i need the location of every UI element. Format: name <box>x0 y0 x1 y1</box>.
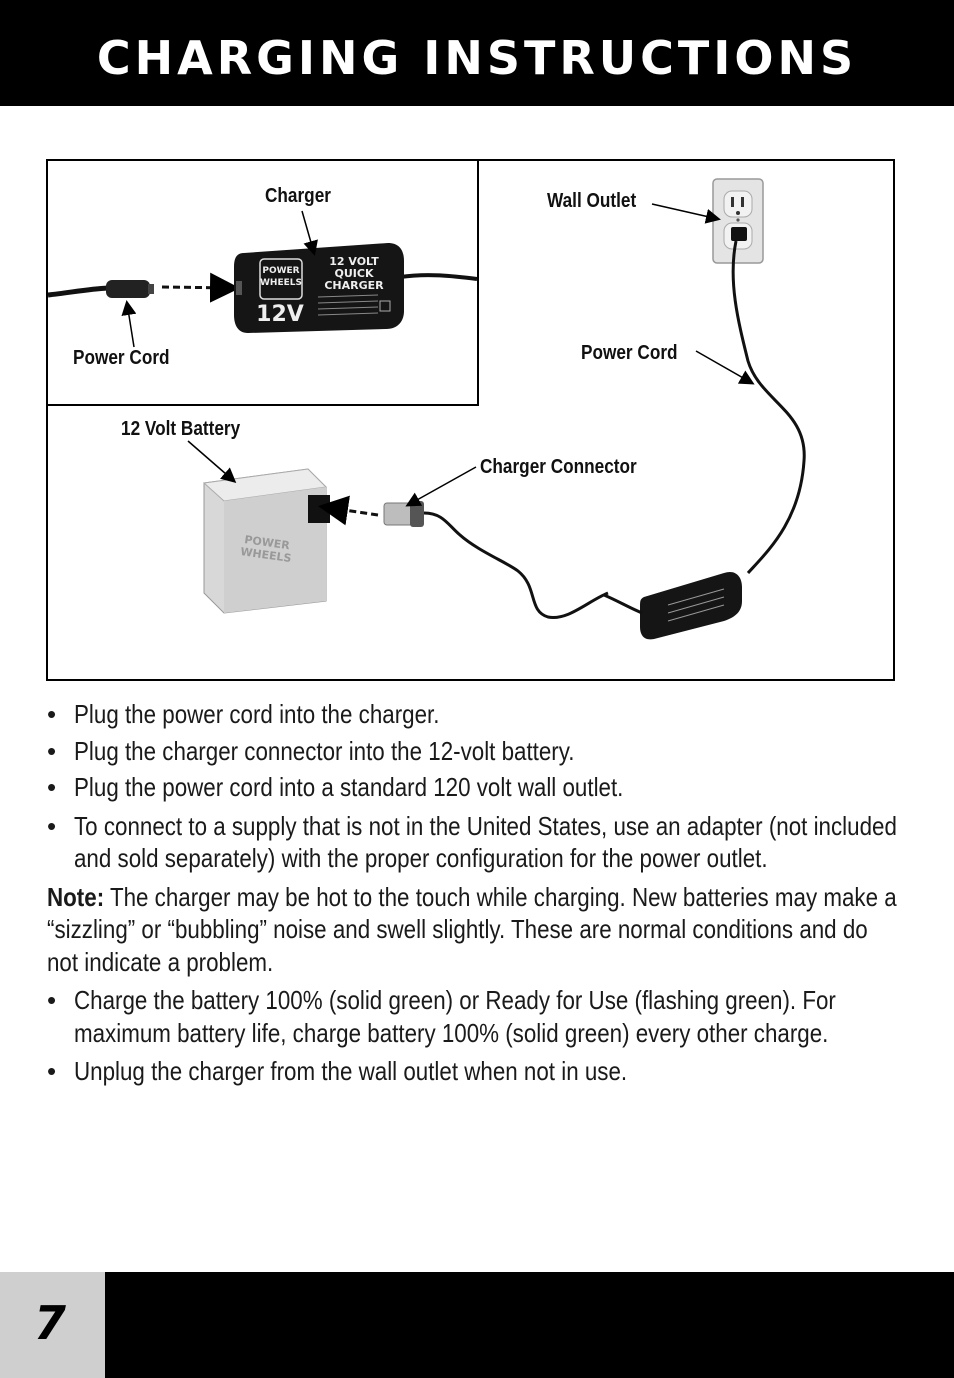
inset-charger: POWER WHEELS 12 VOLT QUICK CHARGER 12V <box>234 243 478 333</box>
label-wall-outlet: Wall Outlet <box>547 190 637 212</box>
page-number: 7 <box>34 1296 67 1350</box>
list-item: •Plug the power cord into a standard 120… <box>47 772 624 802</box>
inset-power-cord <box>48 280 154 298</box>
battery: POWER WHEELS <box>202 468 330 614</box>
list-item: •Plug the power cord into the charger. <box>47 699 440 729</box>
wall-outlet-leader <box>651 203 721 224</box>
inset-cord-leader <box>121 300 137 348</box>
footer-page-tab <box>0 1272 105 1378</box>
bullet-icon: • <box>47 810 57 841</box>
wall-outlet <box>712 178 764 264</box>
power-cord-leader <box>695 350 755 385</box>
charger-brand-line1: POWER <box>262 266 299 276</box>
battery-leader <box>187 440 237 483</box>
charger-model-line2: QUICK <box>335 267 374 280</box>
bullet-icon: • <box>47 772 57 802</box>
charging-diagram: POWER WHEELS 12 VOLT QUICK CHARGER 12V <box>46 159 895 681</box>
bullet-icon: • <box>47 1056 57 1086</box>
main-charger <box>603 571 742 640</box>
diagram-illustration: POWER WHEELS 12 VOLT QUICK CHARGER 12V <box>48 178 806 640</box>
note-label: Note: <box>47 881 105 912</box>
label-charger-connector: Charger Connector <box>480 456 637 478</box>
label-battery: 12 Volt Battery <box>121 418 241 440</box>
charger-model-line1: 12 VOLT <box>329 255 379 268</box>
list-item: •Charge the battery 100% (solid green) o… <box>47 985 836 1048</box>
charger-inset-panel <box>48 161 479 406</box>
label-charger: Charger <box>265 185 331 207</box>
list-item: •To connect to a supply that is not in t… <box>47 810 897 874</box>
charger-leader <box>301 210 318 256</box>
plug-arrow-dashed <box>161 272 240 303</box>
bullet-icon: • <box>47 735 57 766</box>
page-title: CHARGING INSTRUCTIONS <box>96 31 858 85</box>
label-power-cord-inset: Power Cord <box>73 347 170 369</box>
footer-bar <box>105 1272 954 1378</box>
note-text: The charger may be hot to the touch whil… <box>47 881 897 977</box>
charger-connector <box>383 501 609 619</box>
connector-arrow-dashed <box>318 495 379 526</box>
charger-brand-line2: WHEELS <box>260 278 302 288</box>
label-power-cord: Power Cord <box>581 342 678 364</box>
list-item: •Unplug the charger from the wall outlet… <box>47 1056 628 1086</box>
main-power-cord <box>731 240 806 575</box>
list-item: •Plug the charger connector into the 12-… <box>47 735 575 766</box>
charger-model-line3: CHARGER <box>324 279 384 292</box>
charger-voltage: 12V <box>256 302 304 327</box>
connector-leader <box>405 466 477 507</box>
note-paragraph: Note: The charger may be hot to the touc… <box>47 881 907 979</box>
page-header: CHARGING INSTRUCTIONS <box>0 0 954 106</box>
instructions: •Plug the power cord into the charger. •… <box>47 698 907 1088</box>
bullet-icon: • <box>47 699 57 729</box>
battery-brand-line1: POWER <box>244 533 291 552</box>
bullet-icon: • <box>47 985 57 1015</box>
